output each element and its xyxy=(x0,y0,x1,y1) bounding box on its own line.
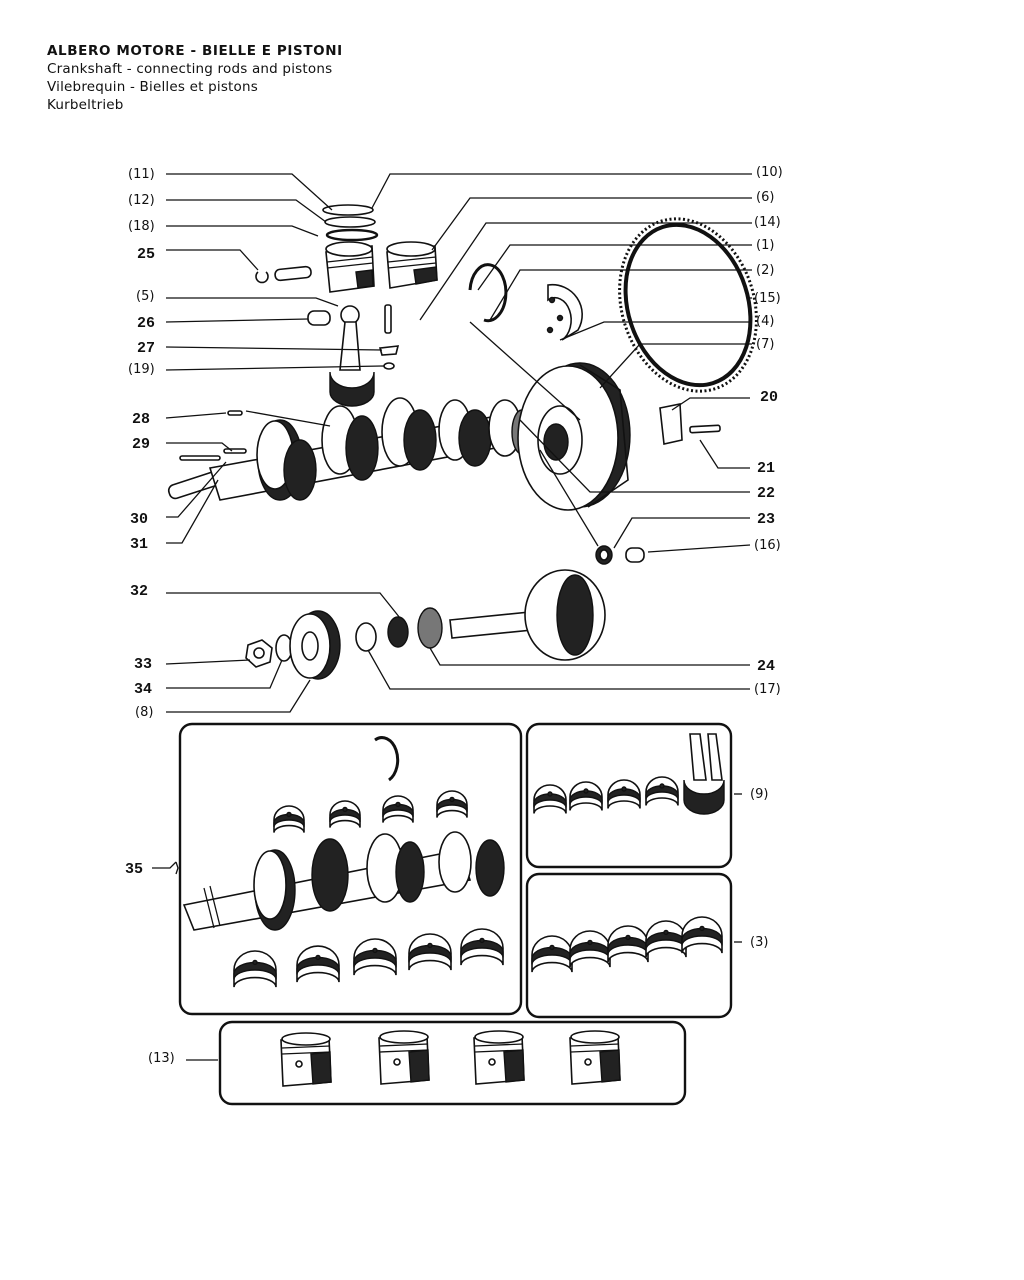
bearing-shell xyxy=(329,800,361,828)
callout-34: 34 xyxy=(134,681,152,698)
callout-17: (17) xyxy=(754,682,781,697)
main-bearings-kit-frame xyxy=(525,872,733,1019)
crank-nose-assembly xyxy=(245,569,606,680)
callout-11: (11) xyxy=(128,167,155,182)
crankshaft-kit-frame xyxy=(178,722,523,1016)
callout-3: (3) xyxy=(750,935,768,950)
callout-19: (19) xyxy=(128,362,155,377)
piston xyxy=(569,1030,621,1085)
bearing-shell xyxy=(607,779,641,809)
title-german: Kurbeltrieb xyxy=(47,97,124,113)
gudgeon-pin xyxy=(255,265,312,284)
kit35-shells-bottom xyxy=(233,928,504,988)
callout-27: 27 xyxy=(137,340,155,357)
callout-20: 20 xyxy=(760,389,778,406)
kit9-rod xyxy=(683,733,725,815)
bearing-shell xyxy=(460,928,504,966)
bearing-shell xyxy=(436,790,468,818)
ring-gear xyxy=(618,217,758,393)
callout-8: (8) xyxy=(135,705,153,720)
callout-4: (4) xyxy=(756,314,774,329)
callout-10: (10) xyxy=(756,165,783,180)
bearing-shell xyxy=(681,916,723,954)
title-block: ALBERO MOTORE - BIELLE E PISTONI Cranksh… xyxy=(47,42,343,114)
callout-16: (16) xyxy=(754,538,781,553)
bearing-shell xyxy=(645,920,687,958)
callout-32: 32 xyxy=(130,583,148,600)
callout-1: (1) xyxy=(756,238,774,253)
flywheel-bolt xyxy=(659,403,721,445)
callout-5: (5) xyxy=(136,289,154,304)
piston-rings xyxy=(322,204,379,242)
piston xyxy=(473,1030,525,1085)
kit13-pistons xyxy=(280,1030,621,1087)
callout-13: (13) xyxy=(148,1051,175,1066)
callout-12: (12) xyxy=(128,193,155,208)
connecting-rod xyxy=(307,304,400,407)
callout-28: 28 xyxy=(132,411,150,428)
callout-7: (7) xyxy=(756,337,774,352)
callout-6: (6) xyxy=(756,190,774,205)
kit35-parts xyxy=(182,736,505,931)
callout-25: 25 xyxy=(137,246,155,263)
bearing-shell xyxy=(296,945,340,983)
bearing-shell xyxy=(645,776,679,806)
callout-26: 26 xyxy=(137,315,155,332)
pistons-kit-frame xyxy=(218,1020,687,1106)
bearing-shell xyxy=(533,784,567,814)
callout-21: 21 xyxy=(757,460,775,477)
callout-2: (2) xyxy=(756,263,774,278)
bearing-shell xyxy=(408,933,452,971)
bearing-shell xyxy=(569,930,611,968)
bearing-shell xyxy=(569,781,603,811)
bearing-shell xyxy=(382,795,414,823)
callout-31: 31 xyxy=(130,536,148,553)
piston-left xyxy=(325,241,375,293)
pilot-bearing xyxy=(595,545,645,565)
piston xyxy=(378,1030,430,1085)
callout-labels: (11) (12) (18) 25 (5) 26 27 (19) 28 29 3… xyxy=(125,165,783,1066)
callout-18: (18) xyxy=(128,219,155,234)
callout-22: 22 xyxy=(757,485,775,502)
title-french: Vilebrequin - Bielles et pistons xyxy=(47,79,258,95)
callout-15: (15) xyxy=(754,291,781,306)
callout-29: 29 xyxy=(132,436,150,453)
bearing-shell xyxy=(531,935,573,973)
callout-14: (14) xyxy=(754,215,781,230)
bearing-shell xyxy=(233,950,277,988)
kit3-main-shells xyxy=(531,916,723,973)
kit9-rod-shells xyxy=(533,776,679,814)
thrust-washer xyxy=(468,263,508,323)
bearing-shell xyxy=(273,805,305,833)
title-english: Crankshaft - connecting rods and pistons xyxy=(47,61,333,77)
title-italian: ALBERO MOTORE - BIELLE E PISTONI xyxy=(47,43,343,59)
callout-30: 30 xyxy=(130,511,148,528)
callout-9: (9) xyxy=(750,787,768,802)
callout-33: 33 xyxy=(134,656,152,673)
bearing-shell xyxy=(607,925,649,963)
flywheel xyxy=(517,362,631,511)
callout-24: 24 xyxy=(757,658,775,675)
callout-35: 35 xyxy=(125,861,143,878)
rod-bearings-kit-frame xyxy=(525,722,733,869)
piston xyxy=(280,1032,332,1087)
bearing-shell xyxy=(353,938,397,976)
kit35-shells-top xyxy=(273,790,468,833)
woodruff-keys xyxy=(179,410,247,461)
callout-23: 23 xyxy=(757,511,775,528)
piston-right xyxy=(386,241,438,289)
leader-lines xyxy=(152,173,752,1061)
crank-seal-carrier xyxy=(546,283,583,341)
